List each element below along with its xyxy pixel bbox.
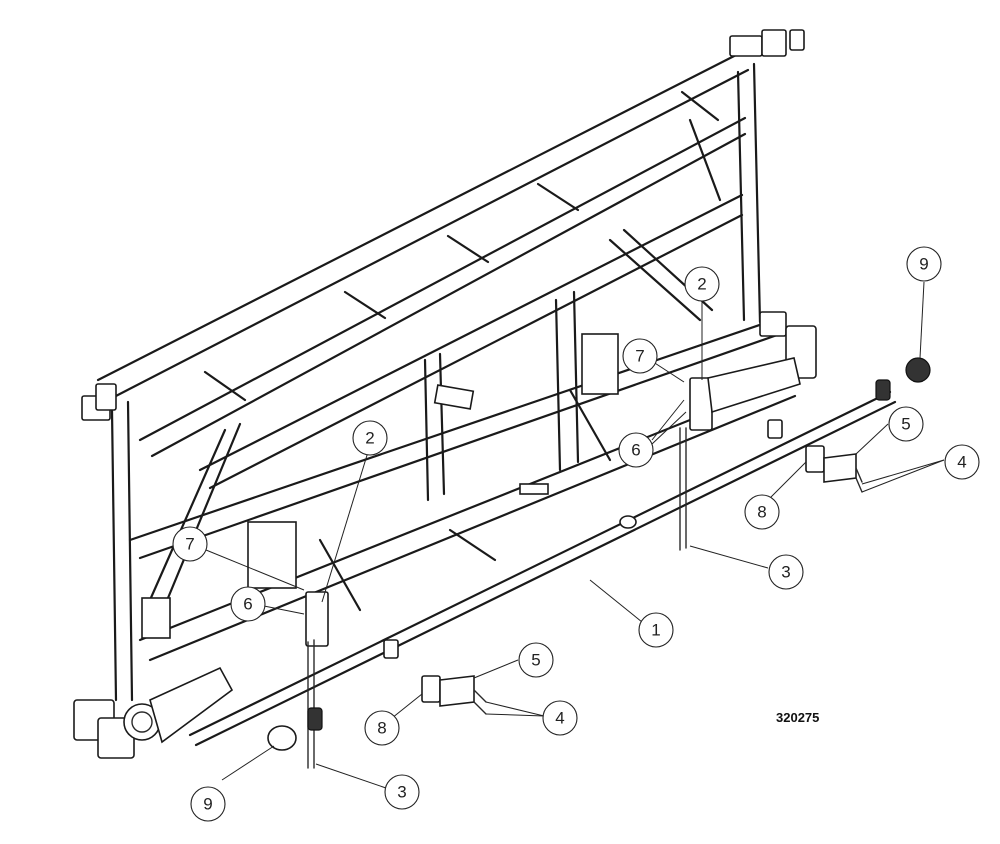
callout-5: 5 xyxy=(888,406,924,442)
boom-frame xyxy=(73,29,931,769)
callout-6: 6 xyxy=(618,432,654,468)
callout-4: 4 xyxy=(542,700,578,736)
callout-8: 8 xyxy=(364,710,400,746)
callout-9: 9 xyxy=(190,786,226,822)
callout-9: 9 xyxy=(906,246,942,282)
callout-label: 7 xyxy=(185,535,194,554)
drawing-number: 320275 xyxy=(776,710,819,725)
leader-lines xyxy=(205,281,945,789)
callout-label: 4 xyxy=(957,453,966,472)
callout-label: 3 xyxy=(781,563,790,582)
callout-7: 7 xyxy=(172,526,208,562)
callout-label: 5 xyxy=(531,651,540,670)
callout-5: 5 xyxy=(518,642,554,678)
callout-label: 6 xyxy=(243,595,252,614)
callout-label: 7 xyxy=(635,347,644,366)
callout-2: 2 xyxy=(684,266,720,302)
callout-3: 3 xyxy=(768,554,804,590)
callout-label: 6 xyxy=(631,441,640,460)
callout-label: 2 xyxy=(365,429,374,448)
callout-label: 2 xyxy=(697,275,706,294)
callout-6: 6 xyxy=(230,586,266,622)
callout-label: 9 xyxy=(203,795,212,814)
callout-1: 1 xyxy=(638,612,674,648)
callout-3: 3 xyxy=(384,774,420,810)
callout-label: 1 xyxy=(651,621,660,640)
callout-7: 7 xyxy=(622,338,658,374)
callout-label: 3 xyxy=(397,783,406,802)
callout-8: 8 xyxy=(744,494,780,530)
callout-label: 8 xyxy=(757,503,766,522)
callout-label: 8 xyxy=(377,719,386,738)
callout-label: 9 xyxy=(919,255,928,274)
callout-label: 4 xyxy=(555,709,564,728)
callout-label: 5 xyxy=(901,415,910,434)
callout-4: 4 xyxy=(944,444,980,480)
callout-2: 2 xyxy=(352,420,388,456)
